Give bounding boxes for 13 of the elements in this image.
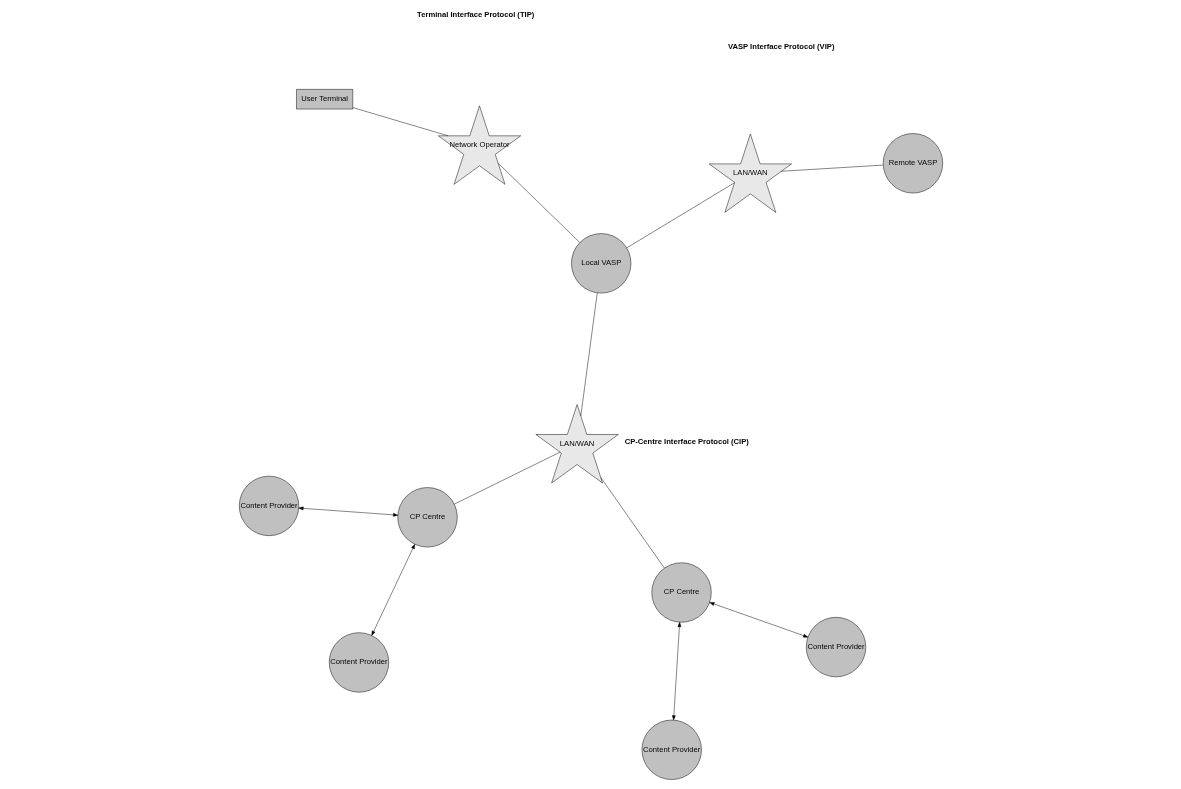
arrow	[708, 602, 808, 638]
node-circle: Content Provider	[805, 617, 866, 678]
node-circle: Content Provider	[641, 719, 702, 780]
arrow	[370, 544, 415, 636]
label: VASP Interface Protocol (VIP)	[727, 41, 834, 51]
label: Terminal Interface Protocol (TIP)	[416, 9, 534, 19]
node-box: User Terminal	[295, 89, 353, 110]
arrow	[671, 622, 681, 721]
arrow	[298, 506, 398, 517]
node-circle: Local VASP	[570, 233, 631, 294]
node-circle: Remote VASP	[882, 133, 943, 194]
node-circle: CP Centre	[651, 562, 712, 623]
node-circle: Content Provider	[238, 475, 299, 536]
